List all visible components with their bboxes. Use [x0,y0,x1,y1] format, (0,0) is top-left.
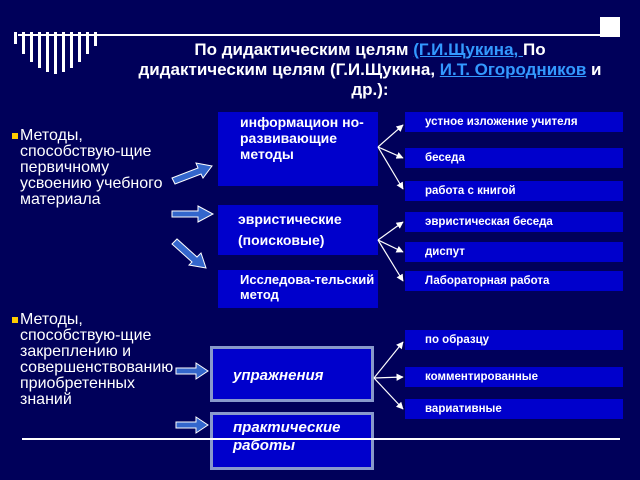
block-arrow-to-heuristic-icon [171,205,215,223]
title-text-3: и др.): [351,60,602,99]
group-consolidation: Методы, способствую-щие закреплению и со… [12,311,174,408]
block-arrow-to-informational-icon [171,162,213,185]
title-text-1: По дидактическим целям [194,40,414,59]
result-box: комментированные [405,367,623,387]
title-link-shchukina[interactable]: (Г.И.Щукина, [413,40,523,59]
method-box-exercises: упражнения [210,346,374,402]
result-label: работа с книгой [425,185,516,197]
block-arrow-to-research-icon [171,238,207,269]
method-label: Исследова-тельский метод [240,272,375,302]
method-label: эвристические (поисковые) [238,211,342,248]
fan-arrows-informational-icon [377,124,404,190]
bullet-icon [12,317,18,323]
method-box-informational: информацион но-развивающие методы [218,112,378,186]
result-label: вариативные [425,403,502,415]
result-box: вариативные [405,399,623,419]
method-box-practical: практические работы [210,412,374,470]
result-box: устное изложение учителя [405,112,623,132]
method-label: практические работы [233,419,341,454]
group-text: Методы, способствую-щие закреплению и со… [20,311,174,408]
result-label: устное изложение учителя [425,116,578,128]
result-box: Лабораторная работа [405,271,623,291]
fan-arrows-heuristic-icon [377,221,404,282]
bottom-divider [22,438,620,440]
bullet-icon [12,133,18,139]
result-box: диспут [405,242,623,262]
block-arrow-to-practical-icon [175,416,209,434]
result-box: по образцу [405,330,623,350]
block-arrow-to-exercises-icon [175,362,209,380]
title-text-2: По дидактическим целям (Г.И.Щукина, [138,40,546,79]
result-label: диспут [425,246,465,258]
method-label: упражнения [233,367,324,384]
top-divider [18,34,620,36]
result-label: беседа [425,152,465,164]
method-label: информацион но-развивающие методы [240,114,364,162]
result-box: беседа [405,148,623,168]
result-label: Лабораторная работа [425,275,550,287]
method-box-heuristic: эвристические (поисковые) [218,205,378,255]
group-text: Методы, способствую-щие первичному усвое… [20,127,163,208]
result-box: работа с книгой [405,181,623,201]
decorative-square [600,17,620,37]
fan-arrows-exercises-icon [373,341,404,410]
page-title: По дидактическим целям (Г.И.Щукина, По д… [130,40,610,100]
result-label: по образцу [425,334,490,346]
decorative-stripes [14,32,110,84]
result-label: комментированные [425,371,539,383]
result-box: эвристическая беседа [405,212,623,232]
result-label: эвристическая беседа [425,216,553,228]
method-box-research: Исследова-тельский метод [218,270,378,308]
group-primary-learning: Методы, способствую-щие первичному усвое… [12,127,170,208]
title-link-ogorodnikov[interactable]: И.Т. Огородников [439,60,587,79]
